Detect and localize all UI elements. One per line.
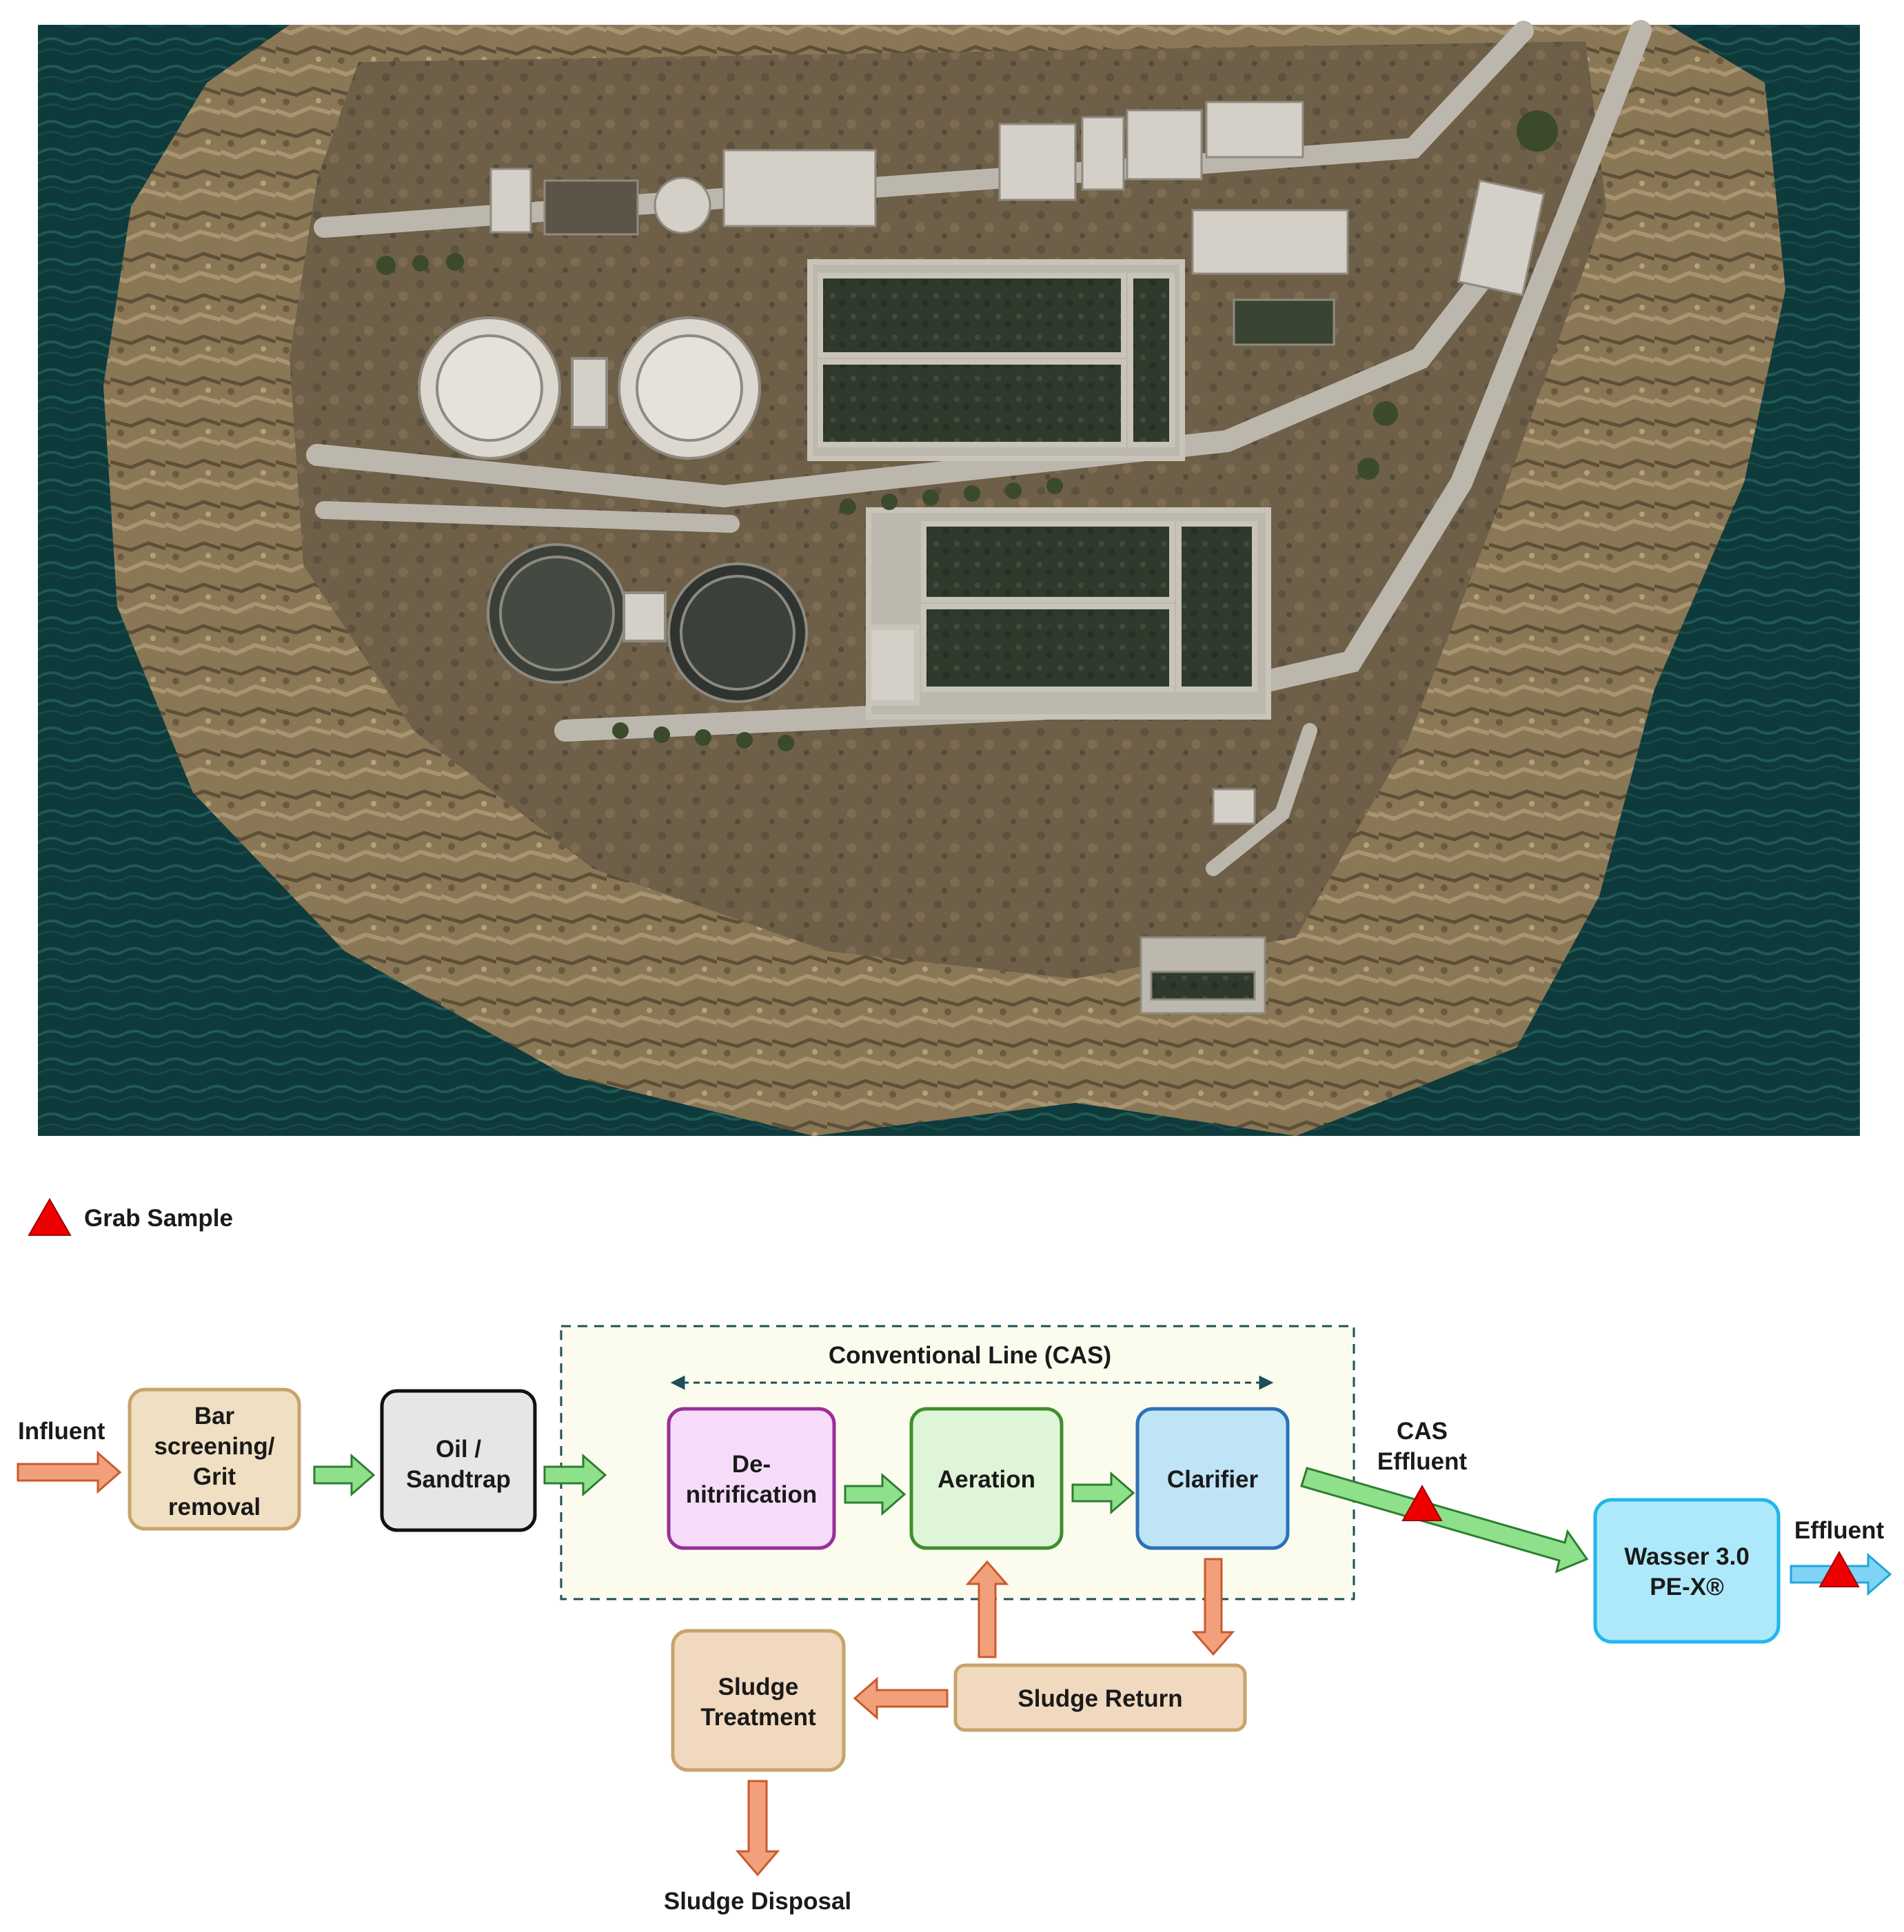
red-triangle-icon	[28, 1197, 72, 1236]
clarifier-box: Clarifier	[1135, 1407, 1290, 1550]
influent-label: Influent	[18, 1418, 105, 1445]
cas-effluent-label-2: Effluent	[1377, 1448, 1468, 1475]
sludge-return-label: Sludge Return	[1017, 1685, 1182, 1712]
bar-screening-box: Bar screening/ Grit removal	[128, 1387, 301, 1531]
legend-label: Grab Sample	[84, 1205, 233, 1232]
arrow-bar-to-oil	[313, 1453, 376, 1497]
denitrification-line-2: nitrification	[686, 1481, 818, 1508]
effluent-label: Effluent	[1794, 1517, 1885, 1544]
denitrification-line-1: De-	[732, 1451, 771, 1478]
outfall-structure	[1140, 788, 1266, 1015]
clarifier-tanks-lower	[487, 543, 808, 703]
oil-sandtrap-box: Oil / Sandtrap	[380, 1389, 537, 1532]
clarifier-shape	[1135, 1407, 1290, 1550]
arrow-oil-to-cas	[543, 1453, 607, 1497]
grab-sample-effluent-icon	[1819, 1550, 1860, 1587]
influent-arrow	[17, 1450, 122, 1494]
denitrification-shape	[667, 1407, 836, 1550]
photo-frame	[38, 20, 1860, 1136]
arrow-clarifier-to-wasser	[1300, 1467, 1589, 1574]
bar-screening-line-1: Bar	[194, 1403, 235, 1430]
clarifier-label: Clarifier	[1167, 1466, 1259, 1493]
arrow-return-to-treatment	[853, 1676, 949, 1720]
grab-sample-cas-icon	[1401, 1484, 1443, 1521]
trees	[376, 110, 1558, 751]
oil-sandtrap-shape	[380, 1389, 537, 1532]
clarifier-tanks-upper	[418, 316, 761, 460]
sludge-treatment-line-2: Treatment	[700, 1704, 816, 1731]
bar-screening-shape	[128, 1387, 301, 1531]
sludge-treatment-line-1: Sludge	[718, 1674, 799, 1700]
aeration-basins-lower	[866, 507, 1271, 720]
sludge-treatment-shape	[671, 1629, 846, 1772]
aeration-shape	[909, 1407, 1064, 1550]
buildings-top	[489, 101, 1546, 346]
sludge-return-shape	[953, 1663, 1247, 1732]
arrow-clarifier-down	[1191, 1558, 1235, 1656]
sludge-treatment-box: Sludge Treatment	[671, 1629, 846, 1772]
wasser-box: Wasser 3.0 PE-X®	[1593, 1498, 1781, 1644]
arrow-return-to-aeration	[965, 1560, 1009, 1658]
aeration-box: Aeration	[909, 1407, 1064, 1550]
bar-screening-line-4: removal	[168, 1494, 261, 1521]
arrow-denit-to-aeration	[844, 1472, 907, 1516]
sludge-disposal-label: Sludge Disposal	[664, 1888, 851, 1915]
double-arrow-dashed	[670, 1375, 1274, 1390]
process-arrows	[313, 1453, 1589, 1574]
wasser-shape	[1593, 1498, 1781, 1644]
bar-screening-line-3: Grit	[193, 1463, 236, 1490]
sludge-arrows	[735, 1558, 1235, 1877]
cas-effluent-label-1: CAS	[1397, 1418, 1448, 1445]
oil-sandtrap-line-1: Oil /	[436, 1436, 481, 1463]
aeration-basins-upper	[807, 259, 1185, 461]
wasser-line-2: PE-X®	[1650, 1574, 1724, 1600]
aeration-label: Aeration	[938, 1466, 1035, 1493]
arrow-aeration-to-clarifier	[1071, 1471, 1135, 1515]
bar-screening-line-2: screening/	[154, 1433, 274, 1460]
denitrification-box: De- nitrification	[667, 1407, 836, 1550]
wasser-line-1: Wasser 3.0	[1624, 1543, 1750, 1570]
legend: Grab Sample	[28, 1197, 233, 1236]
arrow-to-disposal	[735, 1780, 780, 1877]
sludge-return-box: Sludge Return	[953, 1663, 1247, 1732]
conventional-line-label: Conventional Line (CAS)	[829, 1342, 1111, 1369]
oil-sandtrap-line-2: Sandtrap	[406, 1466, 511, 1493]
